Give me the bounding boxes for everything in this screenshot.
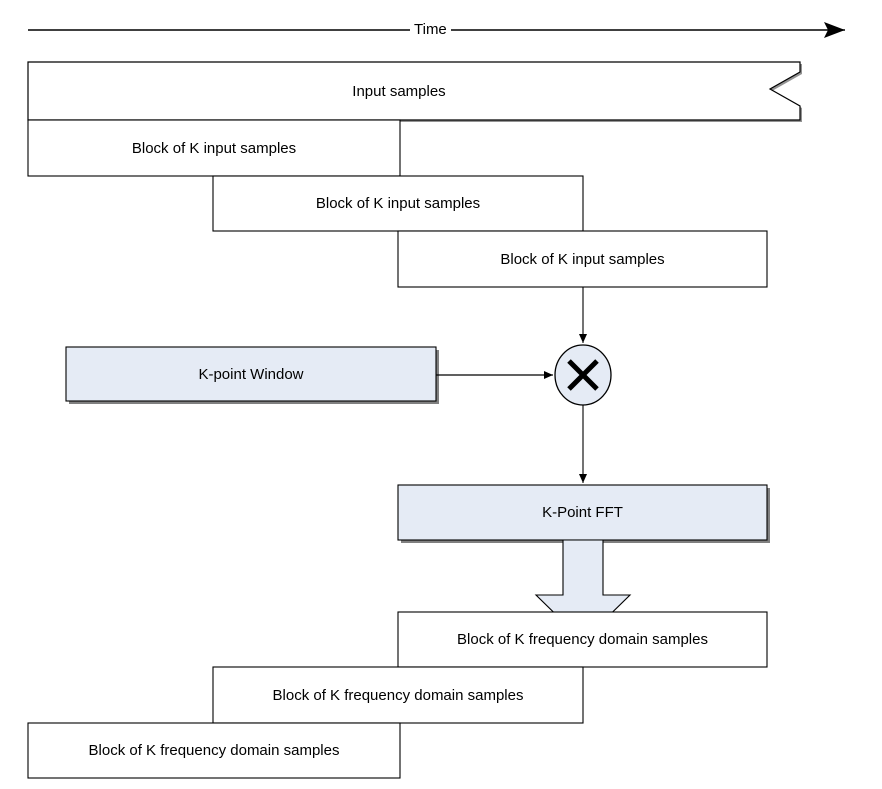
- input-block-1: [27, 119, 401, 177]
- input-block-3-rect: [397, 230, 768, 288]
- input-block-1-rect: [27, 119, 401, 177]
- output-block-3-label: Block of K frequency domain samples: [88, 742, 340, 759]
- multiplier-node: [554, 344, 612, 406]
- k-point-fft-box: [397, 484, 770, 543]
- output-block-2-label: Block of K frequency domain samples: [272, 686, 524, 704]
- k-point-window-box: [65, 346, 439, 404]
- output-block-1: [397, 611, 768, 668]
- input-block-1-label: Block of K input samples: [131, 139, 297, 157]
- output-block-2-rect: [212, 666, 584, 724]
- input-block-3-label: Block of K input samples: [500, 250, 665, 268]
- time-axis-label: Time: [410, 21, 451, 38]
- output-block-3: [27, 722, 401, 779]
- k-point-fft-label: K-Point FFT: [542, 504, 623, 521]
- output-block-2: [212, 666, 584, 724]
- input-block-3: [397, 230, 768, 288]
- output-block-3-rect: [27, 722, 401, 779]
- multiply-icon-stroke-2: [567, 359, 599, 391]
- k-point-window-rect: [65, 346, 437, 402]
- input-block-2-label: Block of K input samples: [315, 195, 481, 212]
- output-block-1-label: Block of K frequency domain samples: [457, 631, 708, 648]
- k-point-window-label: K-point Window: [198, 365, 304, 383]
- output-block-1-rect: [397, 611, 768, 668]
- input-samples-label: Input samples: [352, 82, 446, 100]
